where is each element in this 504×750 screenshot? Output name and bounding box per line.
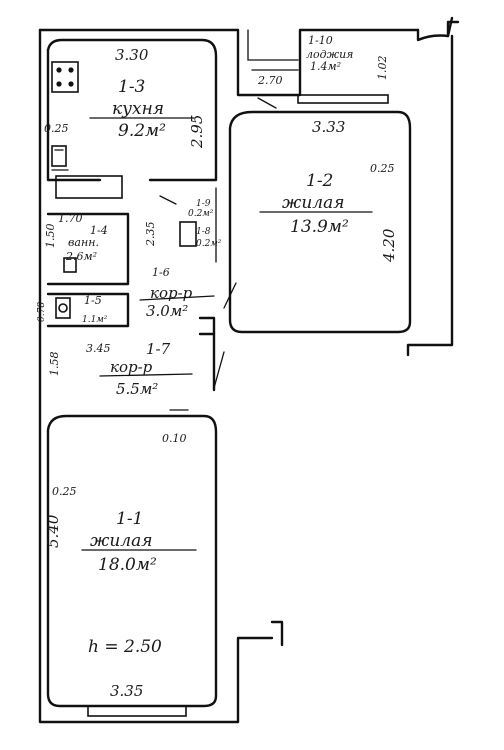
living1-name-label: жилая <box>90 531 153 551</box>
wc-id-label: 1-5 <box>84 294 102 307</box>
living1-width-label: 3.35 <box>110 682 143 700</box>
room-living-1-2: 3.33 1-2 жилая 13.9м² 0.25 4.20 <box>223 94 412 334</box>
bathroom-id-label: 1-4 <box>90 224 108 237</box>
toilet-icon <box>55 297 71 319</box>
living1-id-label: 1-1 <box>116 509 143 529</box>
room-bathroom: 1.70 1-4 ванн. 2.6м² 1.50 <box>44 175 177 286</box>
bathroom-area-label: 2.6м² <box>65 250 97 263</box>
room-corridor-1-6: 2.35 1-6 кор-р 3.0м² <box>139 187 217 336</box>
room-closets: 1-9 0.2м² 1-8 0.2м² <box>179 199 222 249</box>
corridor7-name-label: кор-р <box>110 358 153 376</box>
closet9-area-label: 0.2м² <box>188 209 214 219</box>
kitchen-area-label: 9.2м² <box>118 121 166 141</box>
living1-wall-label: 0.25 <box>52 485 77 498</box>
room-corridor-1-7: 3.45 1-7 кор-р 5.5м² 1.58 <box>48 332 225 398</box>
corridor6-area-label: 3.0м² <box>146 302 188 320</box>
living2-width-label: 3.33 <box>312 118 345 136</box>
outer-walls <box>38 16 460 724</box>
bathroom-name-label: ванн. <box>68 236 99 249</box>
room-kitchen: 3.30 1-3 кухня 9.2м² 0.25 2.95 <box>44 38 218 182</box>
corridor7-depth-label: 1.58 <box>48 352 61 377</box>
window-icon <box>297 94 389 104</box>
living1-area-label: 18.0м² <box>98 555 157 575</box>
room-loggia: 1-10 лоджия 1.4м² 2.70 1.02 <box>247 29 389 87</box>
bathroom-width-label: 1.70 <box>58 212 83 225</box>
loggia-id-label: 1-10 <box>308 34 333 47</box>
loggia-depth-label: 1.02 <box>376 56 389 81</box>
sink-icon <box>51 145 67 167</box>
living1-depth-label: 5.40 <box>44 514 62 548</box>
bathroom-depth-label: 1.50 <box>44 224 57 249</box>
corridor6-id-label: 1-6 <box>152 266 170 279</box>
window-icon <box>87 705 187 717</box>
living2-name-label: жилая <box>282 193 345 213</box>
kitchen-id-label: 1-3 <box>118 77 145 97</box>
corridor7-width-label: 3.45 <box>86 342 111 355</box>
kitchen-wall-label: 0.25 <box>44 122 69 135</box>
wc-area-label: 1.1м² <box>82 315 108 325</box>
room-living-1-1: 0.10 0.25 1-1 жилая 18.0м² 5.40 h = 2.50… <box>44 409 218 717</box>
closet8-area-label: 0.2м² <box>196 239 222 249</box>
living2-wall-label: 0.25 <box>370 162 395 175</box>
corridor7-id-label: 1-7 <box>146 340 171 358</box>
ceiling-height-label: h = 2.50 <box>88 637 162 657</box>
kitchen-depth-label: 2.95 <box>188 115 206 149</box>
stove-icon <box>51 61 79 93</box>
closet8-id-label: 1-8 <box>196 227 211 237</box>
loggia-area-label: 1.4м² <box>310 60 341 73</box>
room-wc: 1-5 1.1м² 0.78 <box>37 292 130 328</box>
bathtub-icon <box>55 175 123 199</box>
wc-width-label: 0.78 <box>37 302 47 322</box>
living2-id-label: 1-2 <box>306 171 333 191</box>
living2-depth-label: 4.20 <box>380 228 398 263</box>
closet9-id-label: 1-9 <box>196 199 211 209</box>
kitchen-name-label: кухня <box>112 99 164 119</box>
loggia-width-label: 2.70 <box>257 74 283 87</box>
living2-area-label: 13.9м² <box>290 217 349 237</box>
loggia-name-label: лоджия <box>306 48 353 61</box>
kitchen-width-label: 3.30 <box>115 46 149 64</box>
corridor6-depth-label: 2.35 <box>144 222 157 248</box>
living1-door-label: 0.10 <box>162 432 187 445</box>
washbasin-icon <box>63 257 77 273</box>
corridor7-area-label: 5.5м² <box>116 380 158 398</box>
balcony-door-icon <box>257 97 277 109</box>
door-swing-icon <box>223 282 237 309</box>
